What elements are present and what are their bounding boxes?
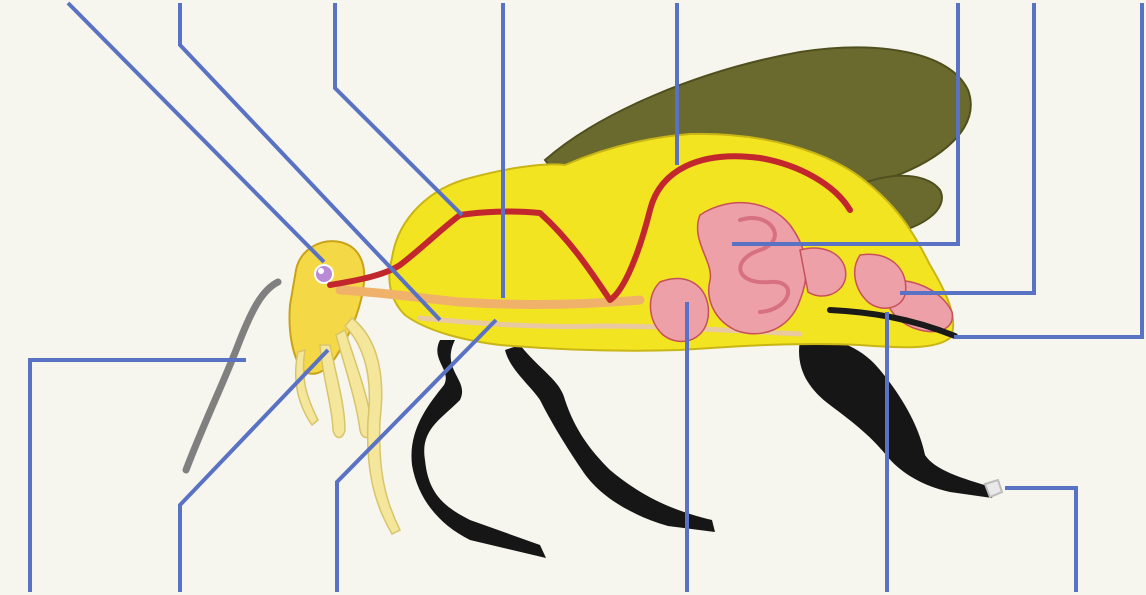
- compound-eye: [315, 265, 333, 283]
- honey-stomach: [650, 278, 708, 341]
- compound-eye-highlight: [318, 268, 324, 274]
